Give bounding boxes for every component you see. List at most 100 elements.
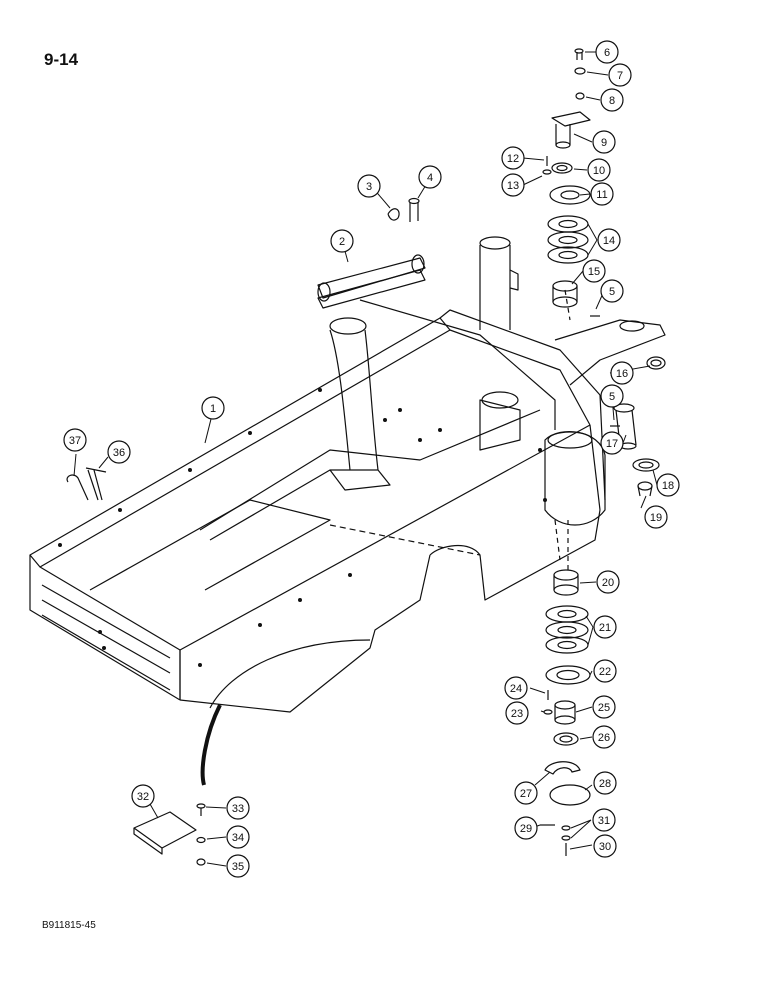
callout-number: 12: [507, 153, 519, 165]
callout-number: 33: [232, 803, 244, 815]
callout-31-washers: 31: [592, 808, 616, 832]
callout-5-grease-fitting: 5: [600, 384, 624, 408]
callout-24-bolt: 24: [504, 676, 528, 700]
callout-8-nut: 8: [600, 88, 624, 112]
callout-circle: [600, 384, 624, 408]
callout-leaders: [73, 51, 658, 867]
callout-32-cover-plate: 32: [131, 784, 155, 808]
main-frame-drawing: [29, 236, 666, 786]
callout-1-main-frame: 1: [201, 396, 225, 420]
callout-circle: [592, 725, 616, 749]
callout-circle: [201, 396, 225, 420]
callout-circle: [590, 182, 614, 206]
callout-34-washer: 34: [226, 825, 250, 849]
callout-12-bolt: 12: [501, 146, 525, 170]
callout-circle: [63, 428, 87, 452]
callout-number: 36: [113, 447, 125, 459]
callout-circle: [587, 158, 611, 182]
callout-number: 5: [609, 286, 615, 298]
callout-circle: [595, 40, 619, 64]
callout-circle: [514, 781, 538, 805]
callout-number: 3: [366, 181, 372, 193]
callout-circle: [131, 784, 155, 808]
callout-circle: [600, 88, 624, 112]
callout-circle: [593, 834, 617, 858]
callout-circle: [226, 854, 250, 878]
callout-circle: [514, 816, 538, 840]
callout-number: 16: [616, 368, 628, 380]
callout-14-shims: 14: [597, 228, 621, 252]
callout-number: 35: [232, 861, 244, 873]
callout-number: 29: [520, 823, 532, 835]
callout-28-cap-plate: 28: [593, 771, 617, 795]
callout-circle: [505, 701, 529, 725]
callout-9-pivot-pin: 9: [592, 130, 616, 154]
callout-circle: [582, 259, 606, 283]
callout-circle: [593, 771, 617, 795]
link-bar-drawing: [317, 197, 426, 309]
cover-plate-drawing: [133, 803, 206, 866]
callout-11-retainer-plate: 11: [590, 182, 614, 206]
callout-circle: [418, 165, 442, 189]
callout-number: 13: [507, 180, 519, 192]
callout-circle: [644, 505, 668, 529]
callout-number: 7: [617, 70, 623, 82]
callout-19-bushing: 19: [644, 505, 668, 529]
callout-33-bolt: 33: [226, 796, 250, 820]
callout-15-bearing: 15: [582, 259, 606, 283]
callout-circles: 1234556789101112131415161718192021222324…: [63, 40, 680, 878]
callout-number: 5: [609, 391, 615, 403]
callout-circle: [596, 570, 620, 594]
callout-circle: [226, 825, 250, 849]
callout-circle: [357, 174, 381, 198]
callout-10-seal: 10: [587, 158, 611, 182]
callout-2-link-bar: 2: [330, 229, 354, 253]
page-number: 9-14: [44, 50, 79, 69]
callout-7-washer: 7: [608, 63, 632, 87]
callout-37-clip: 37: [63, 428, 87, 452]
callout-circle: [600, 279, 624, 303]
callout-27-lock-plate: 27: [514, 781, 538, 805]
callout-circle: [592, 130, 616, 154]
callout-circle: [592, 808, 616, 832]
callout-circle: [600, 431, 624, 455]
callout-circle: [501, 173, 525, 197]
callout-circle: [593, 615, 617, 639]
callout-number: 6: [604, 47, 610, 59]
callout-number: 18: [662, 480, 674, 492]
callout-35-nut: 35: [226, 854, 250, 878]
callout-circle: [330, 229, 354, 253]
callout-number: 22: [599, 666, 611, 678]
callout-number: 32: [137, 791, 149, 803]
callout-circle: [597, 228, 621, 252]
drawing-code: B911815-45: [42, 920, 96, 931]
callout-number: 28: [599, 778, 611, 790]
callout-number: 30: [599, 841, 611, 853]
callout-number: 27: [520, 788, 532, 800]
callout-30-bolt: 30: [593, 834, 617, 858]
callout-circle: [610, 361, 634, 385]
callout-number: 34: [232, 832, 244, 844]
callout-4-pin: 4: [418, 165, 442, 189]
callout-18-seal: 18: [656, 473, 680, 497]
callout-number: 9: [601, 137, 607, 149]
callout-circle: [501, 146, 525, 170]
callout-29-bolt: 29: [514, 816, 538, 840]
callout-number: 4: [427, 172, 433, 184]
callout-5-grease-fitting: 5: [600, 279, 624, 303]
callout-number: 11: [596, 189, 607, 201]
callout-23-washer: 23: [505, 701, 529, 725]
callout-20-bearing: 20: [596, 570, 620, 594]
callout-number: 21: [599, 622, 611, 634]
callout-21-shims: 21: [593, 615, 617, 639]
callout-26-seal: 26: [592, 725, 616, 749]
callout-circle: [608, 63, 632, 87]
callout-17-pin: 17: [600, 431, 624, 455]
callout-number: 19: [650, 512, 662, 524]
callout-number: 17: [606, 438, 618, 450]
callout-number: 31: [598, 815, 610, 827]
callout-number: 8: [609, 95, 615, 107]
callout-number: 37: [69, 435, 81, 447]
callout-number: 23: [511, 708, 523, 720]
